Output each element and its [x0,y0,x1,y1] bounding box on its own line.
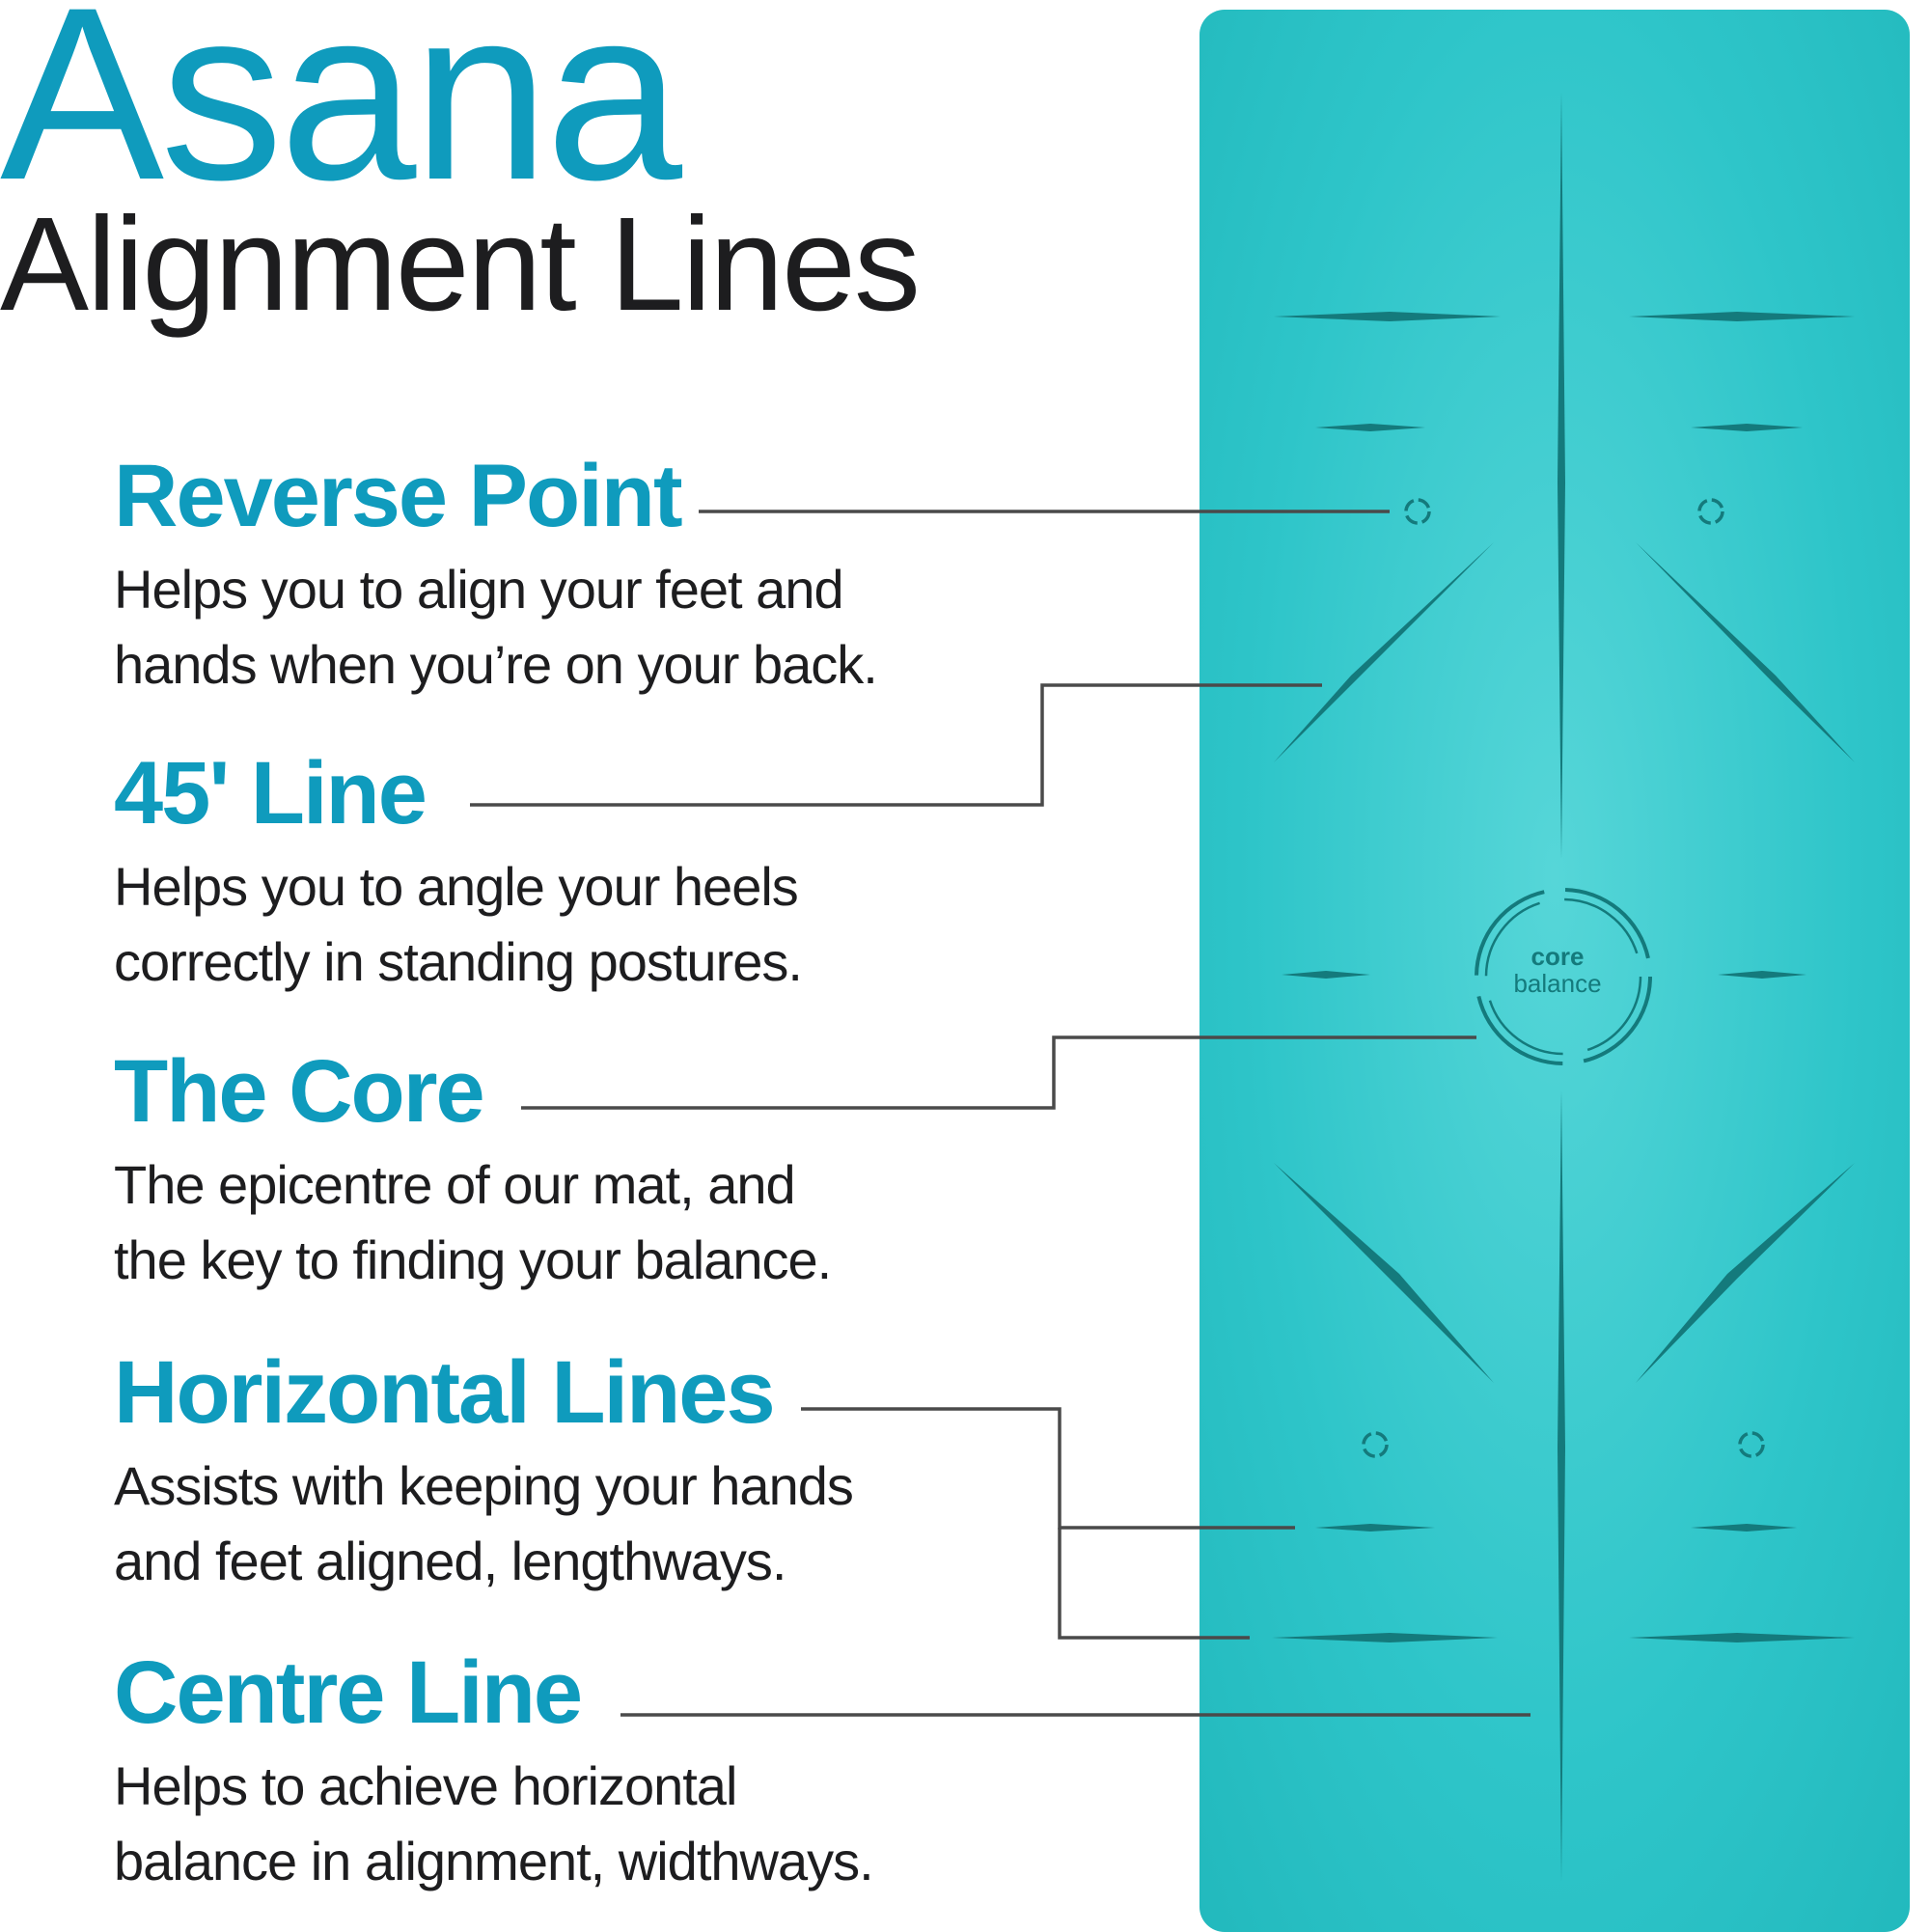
brand-title: Asana [0,0,682,232]
feature-title: Horizontal Lines [114,1343,776,1442]
reverse-point-icon [1697,498,1724,525]
description-line: correctly in standing postures. [114,931,803,992]
feature-the-core: The Core The epicentre of our mat, and t… [114,1047,944,1298]
leader-horizontal-lines-2 [1058,1528,1250,1640]
horizontal-line [1274,312,1501,321]
feature-title: 45' Line [114,744,427,842]
core-balance-logo: core balance [1502,944,1613,996]
description-line: Helps you to angle your heels [114,856,799,917]
feature-description: The epicentre of our mat, and the key to… [114,1147,924,1298]
description-line: the key to finding your balance. [114,1229,832,1290]
feature-description: Assists with keeping your hands and feet… [114,1449,924,1599]
feature-title: The Core [114,1042,485,1141]
45-degree-line [1636,1163,1855,1383]
description-line: Helps you to align your feet and [114,559,844,620]
description-line: The epicentre of our mat, and [114,1154,796,1215]
45-degree-line [1636,542,1855,762]
feature-description: Helps to achieve horizontal balance in a… [114,1749,924,1899]
yoga-mat [1199,10,1910,1932]
core-ring-inner [1484,897,1642,1056]
feature-title: Centre Line [114,1643,583,1742]
feature-reverse-point: Reverse Point Helps you to align your fe… [114,452,944,703]
feature-description: Helps you to angle your heels correctly … [114,849,924,1000]
reverse-point-icon [1404,498,1431,525]
45-degree-line [1274,1163,1494,1383]
horizontal-line [1691,1524,1797,1532]
description-line: Assists with keeping your hands [114,1455,854,1516]
logo-word-core: core [1530,942,1585,971]
feature-centre-line: Centre Line Helps to achieve horizontal … [114,1648,944,1899]
feature-horizontal-lines: Horizontal Lines Assists with keeping yo… [114,1348,944,1599]
reverse-point-icon [1362,1431,1389,1458]
description-line: Helps to achieve horizontal [114,1755,737,1816]
horizontal-line [1629,312,1855,321]
description-line: and feet aligned, lengthways. [114,1531,786,1591]
feature-title: Reverse Point [114,447,683,545]
45-degree-line [1274,542,1494,762]
mat-markings [1272,92,1855,1882]
horizontal-line [1315,424,1425,431]
reverse-point-icon [1738,1431,1765,1458]
horizontal-line [1691,424,1803,431]
leader-horizontal-lines [801,1407,1295,1530]
feature-description: Helps you to align your feet and hands w… [114,552,924,703]
description-line: hands when you’re on your back. [114,634,878,695]
description-line: balance in alignment, widthways. [114,1831,874,1891]
headline: Alignment Lines [0,190,921,339]
logo-word-balance: balance [1513,969,1602,998]
horizontal-line [1282,971,1370,979]
centre-line-bottom [1558,1090,1565,1882]
horizontal-line [1629,1633,1855,1642]
centre-line-top [1558,92,1565,859]
core-ring-outer [1475,888,1652,1065]
leader-45-line [470,683,1322,807]
leader-the-core [521,1035,1476,1110]
horizontal-line [1315,1524,1435,1532]
horizontal-line [1272,1633,1498,1642]
feature-45-line: 45' Line Helps you to angle your heels c… [114,749,944,1000]
horizontal-line [1718,971,1806,979]
leader-lines [470,510,1530,1717]
